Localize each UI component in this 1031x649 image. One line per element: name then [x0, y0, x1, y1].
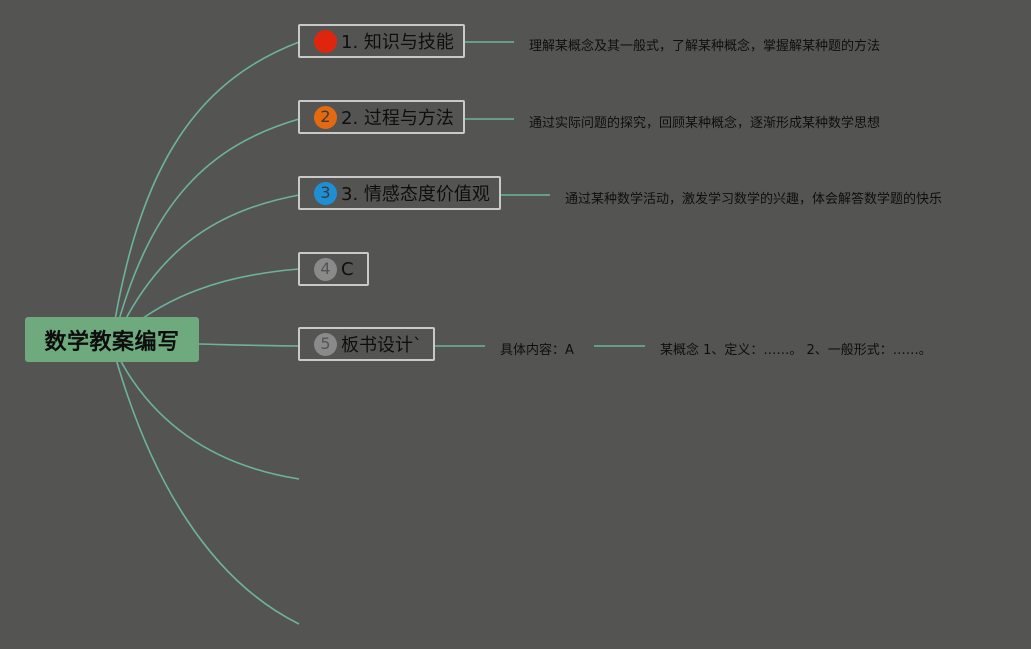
subtopic-knowledge-detail[interactable]: 理解某概念及其一般式，了解某种概念，掌握解某种题的方法	[529, 39, 881, 54]
topic-attitude-values[interactable]: 3 3. 情感态度价值观	[298, 176, 501, 210]
connector-root-topic-2	[113, 118, 300, 339]
topic-label: 1. 知识与技能	[341, 32, 454, 53]
topic-c[interactable]: 4 C	[298, 252, 369, 286]
topic-label: C	[341, 258, 354, 280]
connector-root-topic-5	[198, 343, 300, 347]
connector-root-topic-1	[111, 41, 300, 339]
central-topic[interactable]: 数学教案编写	[25, 317, 199, 362]
topic-label: 3. 情感态度价值观	[341, 184, 490, 205]
priority-4-icon: 4	[314, 257, 337, 281]
topic-board-design[interactable]: 5 板书设计`	[298, 327, 435, 361]
central-topic-label: 数学教案编写	[44, 329, 180, 355]
priority-1-icon: 1	[314, 29, 337, 53]
topic-process-method[interactable]: 2 2. 过程与方法	[298, 100, 465, 134]
subtopic-attitude-detail[interactable]: 通过某种数学活动，激发学习数学的兴趣，体会解答数学题的快乐	[565, 192, 943, 207]
priority-5-icon: 5	[314, 332, 337, 356]
connector-root-empty-7	[113, 351, 300, 625]
topic-knowledge-skills[interactable]: 1 1. 知识与技能	[298, 24, 465, 58]
subtopic-board-content-detail[interactable]: 某概念 1、定义：……。 2、一般形式：……。	[660, 343, 932, 358]
subtopic-process-detail[interactable]: 通过实际问题的探究，回顾某种概念，逐渐形成某种数学思想	[529, 116, 881, 131]
topic-label: 板书设计`	[341, 335, 422, 356]
connector-root-empty-6	[115, 351, 300, 480]
subtopic-board-content[interactable]: 具体内容：A	[500, 343, 574, 358]
priority-2-icon: 2	[314, 105, 337, 129]
priority-3-icon: 3	[314, 181, 337, 205]
topic-label: 2. 过程与方法	[341, 108, 454, 129]
